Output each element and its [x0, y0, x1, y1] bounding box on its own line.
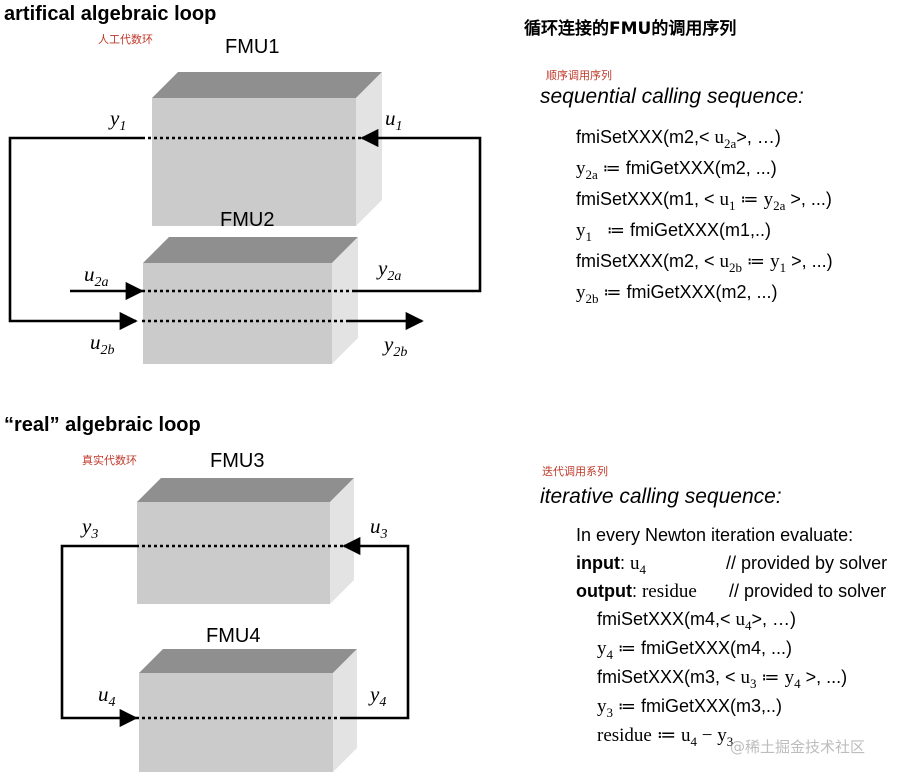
- top-connections: [8, 128, 482, 331]
- bottom-connections: [60, 536, 410, 728]
- fmu3-box: [137, 478, 354, 604]
- top-internal-paths: [142, 136, 362, 323]
- fmu2-box: [143, 237, 358, 364]
- seq-line-3: fmiSetXXX(m1, < u1 ≔ y2a >, ...): [576, 189, 832, 213]
- iterative-title-cn: 迭代调用系列: [542, 466, 608, 478]
- u3-label: u3: [370, 514, 388, 543]
- y2a-label: y2a: [378, 256, 402, 285]
- seq-line-5: fmiSetXXX(m2, < u2b ≔ y1 >, ...): [576, 251, 833, 275]
- sequential-title-cn: 顺序调用序列: [546, 70, 612, 82]
- seq-line-4: y1 ≔ fmiGetXXX(m1,..): [576, 220, 772, 244]
- seq-line-1: fmiSetXXX(m2,< u2a>, …): [576, 127, 781, 151]
- iter-line-2: y4 ≔ fmiGetXXX(m4, ...): [597, 638, 793, 662]
- y1-label: y1: [110, 106, 127, 135]
- iterative-title: iterative calling sequence:: [540, 485, 782, 508]
- y1-to-u2b-wire: [8, 136, 142, 331]
- iter-residue-line: residue ≔ u4 − y3: [597, 725, 734, 749]
- fmu4-label: FMU4: [206, 625, 261, 647]
- fmu4-box: [139, 649, 357, 772]
- iter-line-1: fmiSetXXX(m4,< u4>, …): [597, 609, 797, 633]
- real-loop-title: “real” algebraic loop: [4, 414, 201, 436]
- iter-intro: In every Newton iteration evaluate:: [576, 525, 854, 545]
- watermark-text: @稀土掘金技术社区: [730, 738, 866, 756]
- y3-label: y3: [82, 514, 99, 543]
- iter-input-comment: // provided by solver: [726, 553, 888, 573]
- iter-output-line: output: residue: [576, 581, 697, 602]
- y4-label: y4: [370, 682, 387, 711]
- u2a-label: u2a: [84, 262, 109, 291]
- iter-input-line: input: u4: [576, 553, 646, 577]
- fmu3-label: FMU3: [210, 450, 265, 472]
- y2b-label: y2b: [384, 332, 408, 361]
- u2b-label: u2b: [90, 330, 115, 359]
- iter-line-4: y3 ≔ fmiGetXXX(m3,..): [597, 696, 783, 720]
- bottom-internal-paths: [136, 544, 344, 720]
- fmu1-box: [152, 72, 382, 226]
- fmu1-label: FMU1: [225, 36, 280, 58]
- fmu2-label: FMU2: [220, 209, 275, 231]
- iter-line-3: fmiSetXXX(m3, < u3 ≔ y4 >, ...): [597, 667, 848, 691]
- seq-line-6: y2b ≔ fmiGetXXX(m2, ...): [576, 282, 778, 306]
- calling-sequence-title-cn: 循环连接的FMU的调用序列: [524, 19, 737, 39]
- artificial-loop-title-cn: 人工代数环: [98, 34, 153, 46]
- u4-label: u4: [98, 682, 116, 711]
- sequential-title: sequential calling sequence:: [540, 85, 804, 108]
- y3-to-u4-wire: [60, 544, 138, 728]
- y4-to-u3-wire: [340, 536, 410, 720]
- artificial-loop-title: artifical algebraic loop: [4, 3, 217, 25]
- iter-output-comment: // provided to solver: [729, 581, 887, 601]
- y2a-to-u1-wire: [352, 128, 482, 293]
- real-loop-title-cn: 真实代数环: [82, 455, 137, 467]
- u1-label: u1: [385, 106, 403, 135]
- seq-line-2: y2a ≔ fmiGetXXX(m2, ...): [576, 158, 777, 182]
